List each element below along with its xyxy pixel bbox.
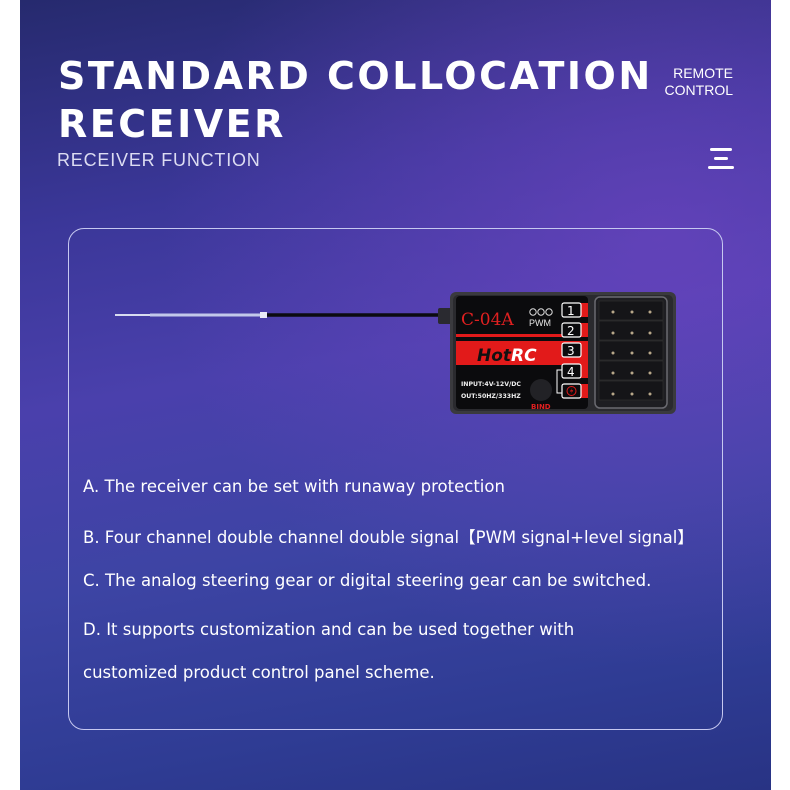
antenna <box>115 308 452 324</box>
lightning-icon <box>569 387 574 395</box>
feature-item: customized product control panel scheme. <box>83 663 435 682</box>
category-label-line-2: CONTROL <box>664 82 733 98</box>
svg-text:2: 2 <box>567 324 575 338</box>
channel-labels: 1 2 3 4 <box>556 302 588 399</box>
brand-logo: HotRC <box>477 346 537 366</box>
input-spec: INPUT:4V-12V/DC <box>461 381 521 388</box>
category-label: REMOTE CONTROL <box>665 65 733 99</box>
title-line-1: STANDARD COLLOCATION <box>58 54 653 98</box>
section-subtitle: RECEIVER FUNCTION <box>57 150 261 170</box>
category-label-line-1: REMOTE <box>673 65 733 81</box>
feature-item: A. The receiver can be set with runaway … <box>83 477 505 496</box>
receiver-illustration: C-04A PWM HotRC INPUT:4V-12V/DC OUT:50HZ… <box>115 292 676 414</box>
feature-item: D. It supports customization and can be … <box>83 620 575 639</box>
model-number: C-04A <box>461 310 514 330</box>
feature-item: C. The analog steering gear or digital s… <box>83 571 652 590</box>
pin-header <box>594 296 668 409</box>
feature-card: A. The receiver can be set with runaway … <box>68 228 723 730</box>
feature-item: B. Four channel double channel double si… <box>83 528 694 547</box>
mode-label: PWM <box>529 318 551 328</box>
svg-text:3: 3 <box>567 344 575 358</box>
bind-label: BIND <box>531 403 551 411</box>
output-spec: OUT:50HZ/333HZ <box>461 393 521 400</box>
title-line-2: RECEIVER <box>58 102 286 146</box>
page-title: STANDARD COLLOCATION RECEIVER <box>58 52 653 148</box>
bind-button[interactable] <box>530 379 552 401</box>
svg-text:4: 4 <box>567 365 575 379</box>
hamburger-menu-icon[interactable] <box>708 148 734 170</box>
svg-text:1: 1 <box>567 304 575 318</box>
